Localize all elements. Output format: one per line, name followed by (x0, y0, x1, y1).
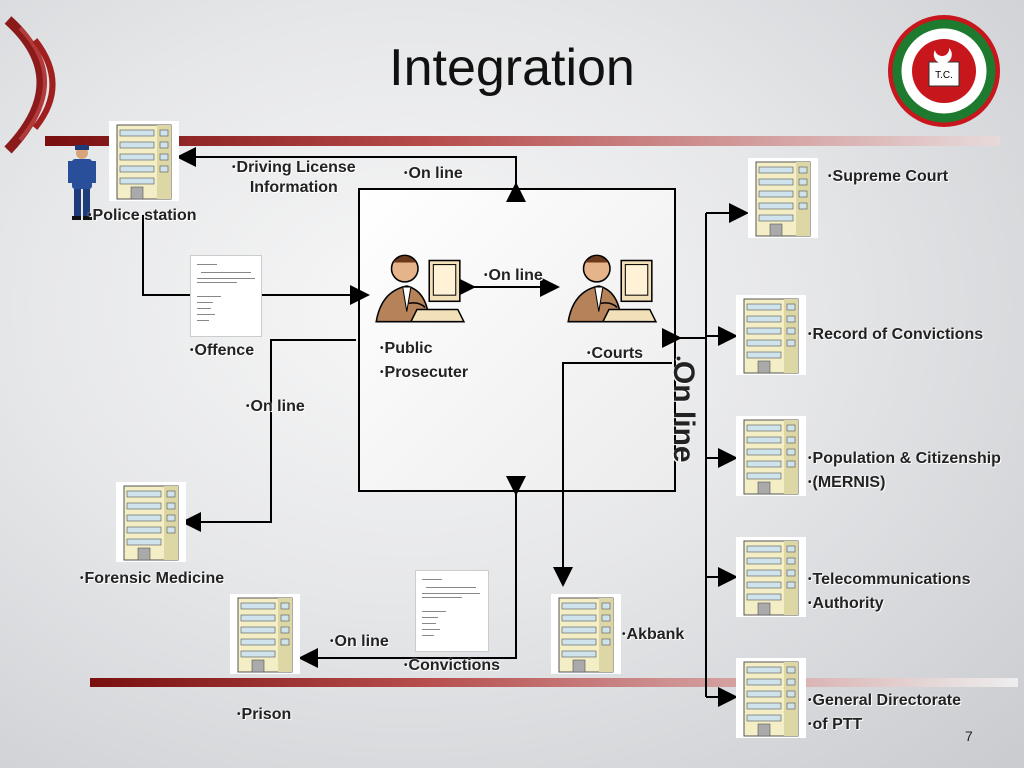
label-forensic-medicine: •Forensic Medicine (80, 570, 225, 587)
police-officer-icon (68, 145, 96, 220)
record-of-convictions-building-icon (736, 295, 806, 375)
ptt-building-icon (736, 658, 806, 738)
label-telecom: •Telecommunications•Authority (808, 571, 971, 613)
label-online-vertical: •On line (667, 356, 700, 463)
police-station-building-icon (109, 121, 179, 201)
label-public-prosecutor: •Public•Prosecuter (380, 340, 469, 382)
offence-document-icon (190, 255, 262, 337)
label-offence: •Offence (190, 342, 255, 359)
footer-divider (90, 678, 1018, 687)
population-building-icon (736, 416, 806, 496)
label-convictions: •Convictions (404, 657, 501, 674)
label-prison: •Prison (237, 706, 292, 723)
label-ptt: •General Directorate•of PTT (808, 692, 962, 734)
convictions-document-icon (415, 570, 489, 652)
label-record-of-convictions: •Record of Convictions (808, 326, 984, 343)
label-population: •Population & Citizenship•(MERNIS) (808, 450, 1001, 492)
decorative-arcs (4, 16, 56, 154)
ministry-logo: T.C. (888, 15, 1000, 127)
label-online-bottom: •On line (330, 633, 389, 650)
page-title: Integration (389, 39, 635, 97)
courts-worker-icon (558, 240, 660, 332)
label-online-middle: •On line (484, 267, 543, 284)
prosecutor-worker-icon (366, 240, 468, 332)
label-akbank: •Akbank (622, 626, 685, 643)
label-online-left: •On line (246, 398, 305, 415)
forensic-medicine-building-icon (116, 482, 186, 562)
label-supreme-court: •Supreme Court (828, 168, 949, 185)
label-police-station: •Police station (88, 207, 197, 224)
akbank-building-icon (551, 594, 621, 674)
telecom-building-icon (736, 537, 806, 617)
label-online-top: •On line (404, 165, 463, 182)
header-divider (45, 136, 1000, 146)
prison-building-icon (230, 594, 300, 674)
label-courts: •Courts (587, 345, 644, 362)
supreme-court-building-icon (748, 158, 818, 238)
logo-center-text: T.C. (935, 70, 953, 81)
page-number: 7 (965, 728, 973, 744)
